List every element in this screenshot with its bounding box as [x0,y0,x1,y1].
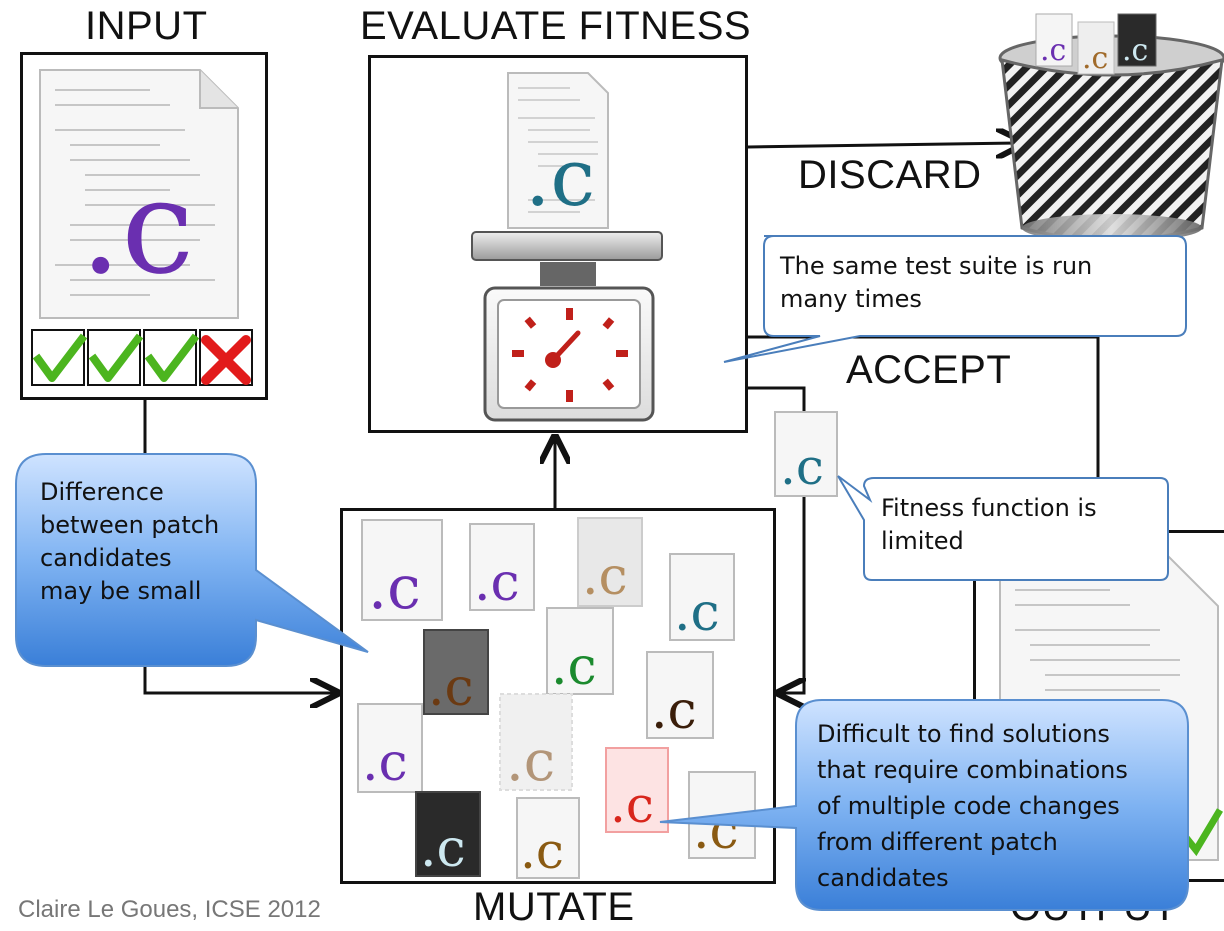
candidate-file-icon: .c [688,771,756,861]
svg-text:.c: .c [506,729,555,794]
credit-text: Claire Le Goues, ICSE 2012 [18,896,321,923]
cross-icon [201,335,251,385]
svg-text:.c: .c [428,658,474,718]
svg-text:.c: .c [1122,33,1148,68]
candidate-file-icon: .c [774,411,838,497]
svg-text:.c: .c [674,583,720,643]
svg-text:.c: .c [1082,41,1108,76]
mutate-label: MUTATE [473,885,635,929]
svg-text:.c: .c [693,801,739,861]
svg-text:.c: .c [551,637,597,697]
input-file-letter: .c [80,151,194,303]
candidate-file-icon: .c [357,703,423,793]
callout-difference-text: Difference between patch candidates may … [40,478,220,605]
svg-text:.c: .c [582,547,628,607]
candidate-file-icon: .c [499,693,573,794]
mutated-files: .c .c .c .c .c .c .c .c .c .c .c .c .c [357,517,756,880]
svg-text:.c: .c [651,681,697,741]
test-results [31,329,253,386]
arrow-to-discard [747,143,1020,147]
check-icon [32,333,88,382]
trash-bin-icon: .c .c .c [998,13,1224,242]
discarded-files: .c .c .c [1035,13,1157,76]
svg-text:.c: .c [362,733,408,793]
arrow-back-to-mutate [748,386,804,693]
callout-difficult-text: Difficult to find solutions that require… [817,720,1128,892]
scale-icon [471,231,663,422]
callout-test-suite-text: The same test suite is run many times [780,252,1093,313]
check-icon [144,333,200,382]
svg-text:.c: .c [368,553,421,623]
evaluated-file-icon: .c [507,72,609,229]
callout-test-suite [723,235,1187,363]
candidate-file-icon: .c [361,519,443,623]
evaluate-fitness-label: EVALUATE FITNESS [360,4,752,48]
svg-text:.c: .c [520,822,564,880]
candidate-file-icon: .c [669,553,735,643]
callout-fitness-text: Fitness function is limited [881,494,1097,555]
accept-label: ACCEPT [846,348,1012,392]
candidate-file-icon: .c [605,747,669,834]
svg-text:.c: .c [610,776,654,834]
svg-text:.c: .c [780,438,824,496]
candidate-file-icon: .c [546,607,614,697]
svg-text:.c: .c [474,553,520,613]
candidate-file-icon: .c [577,517,643,607]
input-label: INPUT [85,4,208,48]
candidate-file-icon: .c [415,791,481,879]
evaluated-file-letter: .c [525,131,595,224]
check-icon [88,333,144,382]
candidate-file-icon: .c [646,651,714,741]
candidate-file-icon: .c [423,629,489,718]
svg-text:.c: .c [1040,33,1066,68]
callout-difficult [659,699,1189,911]
discard-label: DISCARD [798,153,982,197]
candidate-file-icon: .c [516,797,580,880]
candidate-file-icon: .c [469,523,535,613]
callout-difference [15,453,369,667]
svg-text:.c: .c [420,819,466,879]
input-file-icon: .c [39,69,239,319]
callout-fitness [837,475,1169,581]
